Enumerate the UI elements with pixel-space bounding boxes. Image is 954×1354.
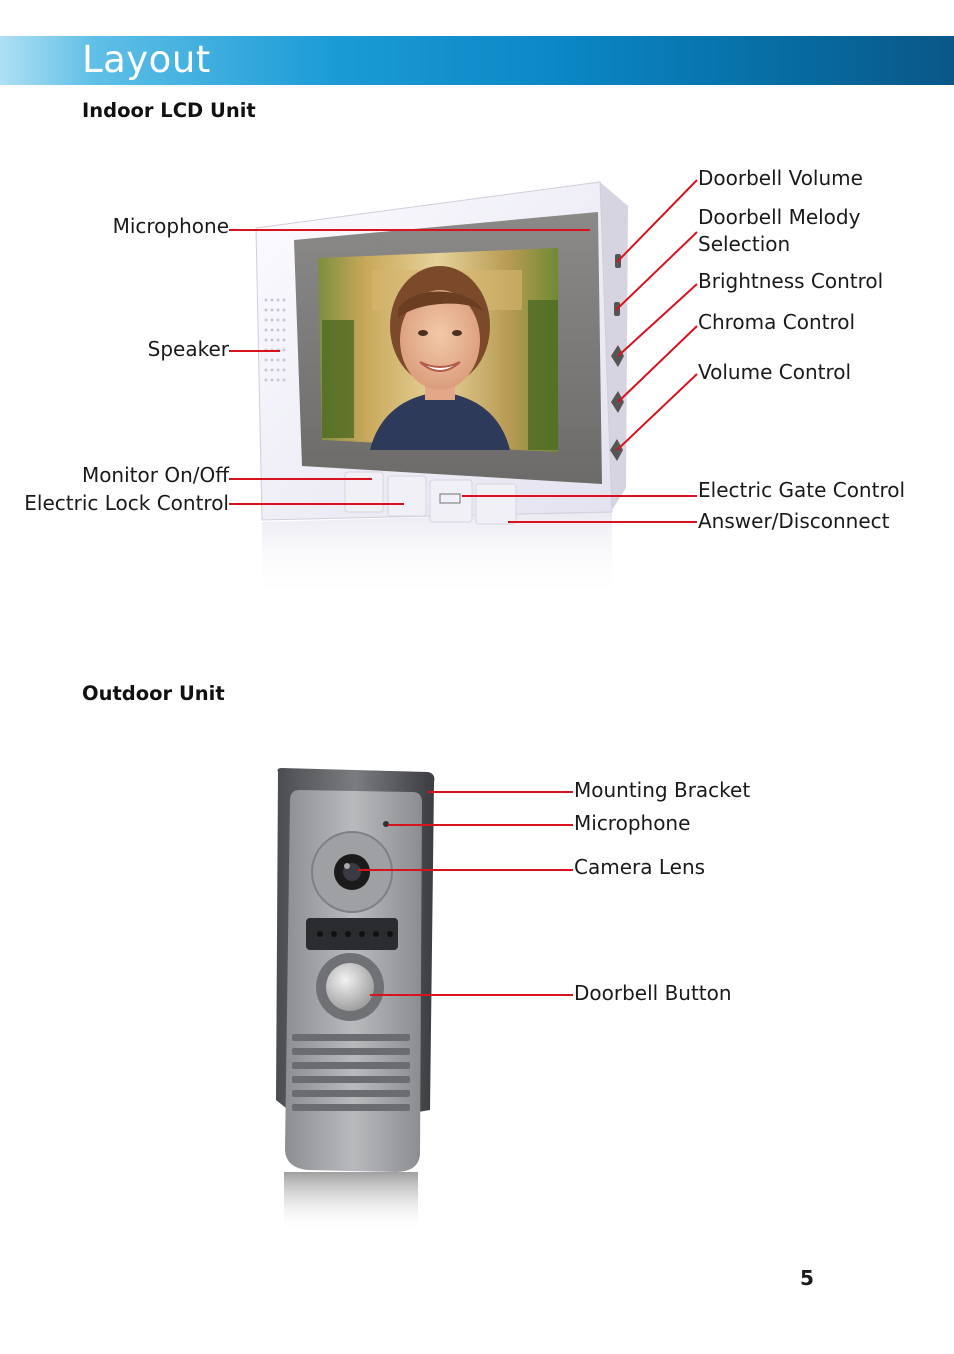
page-number: 5 <box>800 1266 814 1290</box>
label-volume-control: Volume Control <box>698 360 852 384</box>
label-monitor-on-off: Monitor On/Off <box>81 463 229 487</box>
outdoor-callout-lines <box>358 791 573 996</box>
label-speaker: Speaker <box>147 337 229 361</box>
indoor-section-title: Indoor LCD Unit <box>82 99 256 122</box>
label-electric-gate-control: Electric Gate Control <box>698 478 906 502</box>
person-face <box>400 290 480 390</box>
outdoor-section-title: Outdoor Unit <box>82 682 225 705</box>
ir-led-strip <box>306 918 398 950</box>
label-doorbell-melody-line1: Doorbell Melody <box>698 205 861 229</box>
label-chroma-control: Chroma Control <box>698 310 856 334</box>
label-outdoor-microphone: Microphone <box>574 811 691 835</box>
speaker-grille <box>264 298 286 382</box>
label-electric-lock-control: Electric Lock Control <box>24 491 229 515</box>
page-title: Layout <box>82 38 211 81</box>
label-doorbell-volume: Doorbell Volume <box>698 166 863 190</box>
outdoor-speaker-slots <box>292 1034 410 1111</box>
label-mounting-bracket: Mounting Bracket <box>574 778 751 802</box>
label-indoor-microphone: Microphone <box>112 214 229 238</box>
label-doorbell-button: Doorbell Button <box>574 981 732 1005</box>
label-brightness-control: Brightness Control <box>698 269 884 293</box>
monitor-side-buttons <box>610 254 624 461</box>
indoor-callout-lines <box>229 179 698 523</box>
person-shirt <box>370 392 510 450</box>
label-doorbell-melody-line2: Selection <box>698 232 791 256</box>
indoor-monitor-image <box>255 181 628 600</box>
doorbell-button-face <box>326 963 374 1011</box>
monitor-reflection <box>262 512 612 600</box>
outdoor-microphone-hole <box>383 821 389 827</box>
header-banner: Layout <box>0 36 954 85</box>
label-answer-disconnect: Answer/Disconnect <box>698 509 890 533</box>
outdoor-reflection <box>284 1172 418 1232</box>
outdoor-unit-image <box>276 768 435 1232</box>
label-camera-lens: Camera Lens <box>574 855 706 879</box>
monitor-front-buttons <box>344 471 517 525</box>
